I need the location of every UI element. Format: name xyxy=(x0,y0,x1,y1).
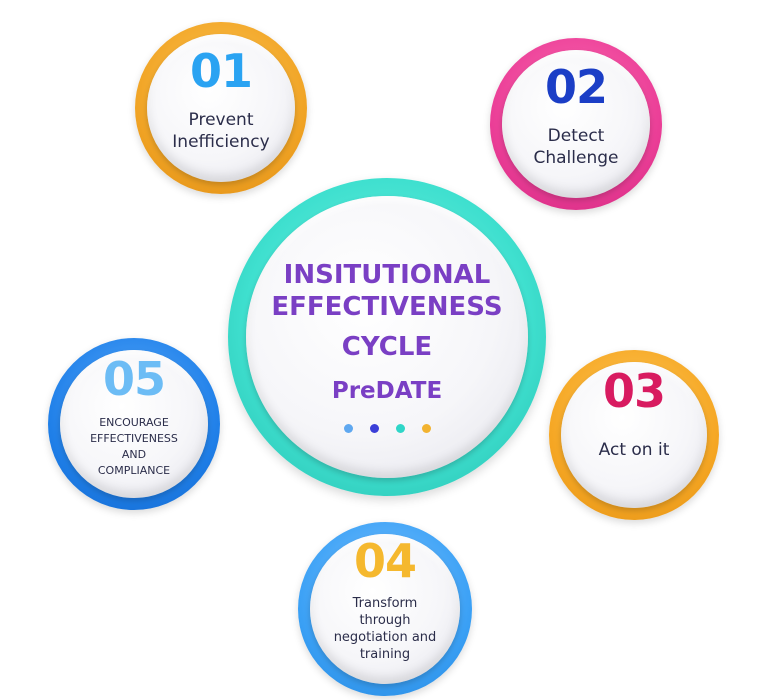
step-03-node: 03 Act on it xyxy=(549,350,719,520)
step-04-label-line-2: through xyxy=(359,613,411,628)
step-03-number: 03 xyxy=(602,364,666,418)
step-02-face xyxy=(502,50,650,198)
step-02-node: 02 Detect Challenge xyxy=(490,38,662,210)
step-05-label-line-4: COMPLIANCE xyxy=(97,464,171,477)
center-dots xyxy=(228,424,546,433)
center-node: INSITUTIONAL EFFECTIVENESS CYCLE PreDATE xyxy=(228,178,546,496)
step-01-face xyxy=(147,34,295,182)
center-dot-2 xyxy=(369,424,379,433)
step-05-face xyxy=(60,350,208,498)
step-05-number: 05 xyxy=(102,352,166,406)
step-03-face xyxy=(561,362,707,508)
step-01-label-line-1: Prevent xyxy=(188,110,254,130)
center-subtitle: PreDATE xyxy=(331,378,443,404)
center-face xyxy=(246,196,528,478)
step-04-label-line-4: training xyxy=(359,647,411,662)
step-05-label-line-3: AND xyxy=(121,448,147,461)
step-04-face xyxy=(310,534,460,684)
center-dot-4 xyxy=(421,424,431,433)
step-01-node: 01 Prevent Inefficiency xyxy=(135,22,307,194)
step-01-number: 01 xyxy=(189,44,253,98)
center-title-line-2: EFFECTIVENESS xyxy=(271,292,503,322)
step-04-label-line-3: negotiation and xyxy=(333,630,437,645)
step-03-label-line-1: Act on it xyxy=(598,440,670,460)
center-dot-3 xyxy=(395,424,405,433)
center-title-line-3: CYCLE xyxy=(341,332,433,362)
step-02-label-line-2: Challenge xyxy=(533,148,619,168)
step-02-number: 02 xyxy=(544,60,608,114)
step-05-label-line-1: ENCOURAGE xyxy=(99,416,169,429)
step-05-label-line-2: EFFECTIVENESS xyxy=(90,432,178,445)
center-dot-1 xyxy=(343,424,353,433)
step-04-node: 04 Transform through negotiation and tra… xyxy=(298,522,472,696)
step-04-label-line-1: Transform xyxy=(352,596,418,611)
step-01-label-line-2: Inefficiency xyxy=(172,132,270,152)
center-title-line-1: INSITUTIONAL xyxy=(283,260,491,290)
step-02-label-line-1: Detect xyxy=(547,126,605,146)
step-04-number: 04 xyxy=(353,534,417,588)
step-05-node: 05 ENCOURAGE EFFECTIVENESS AND COMPLIANC… xyxy=(48,338,220,510)
